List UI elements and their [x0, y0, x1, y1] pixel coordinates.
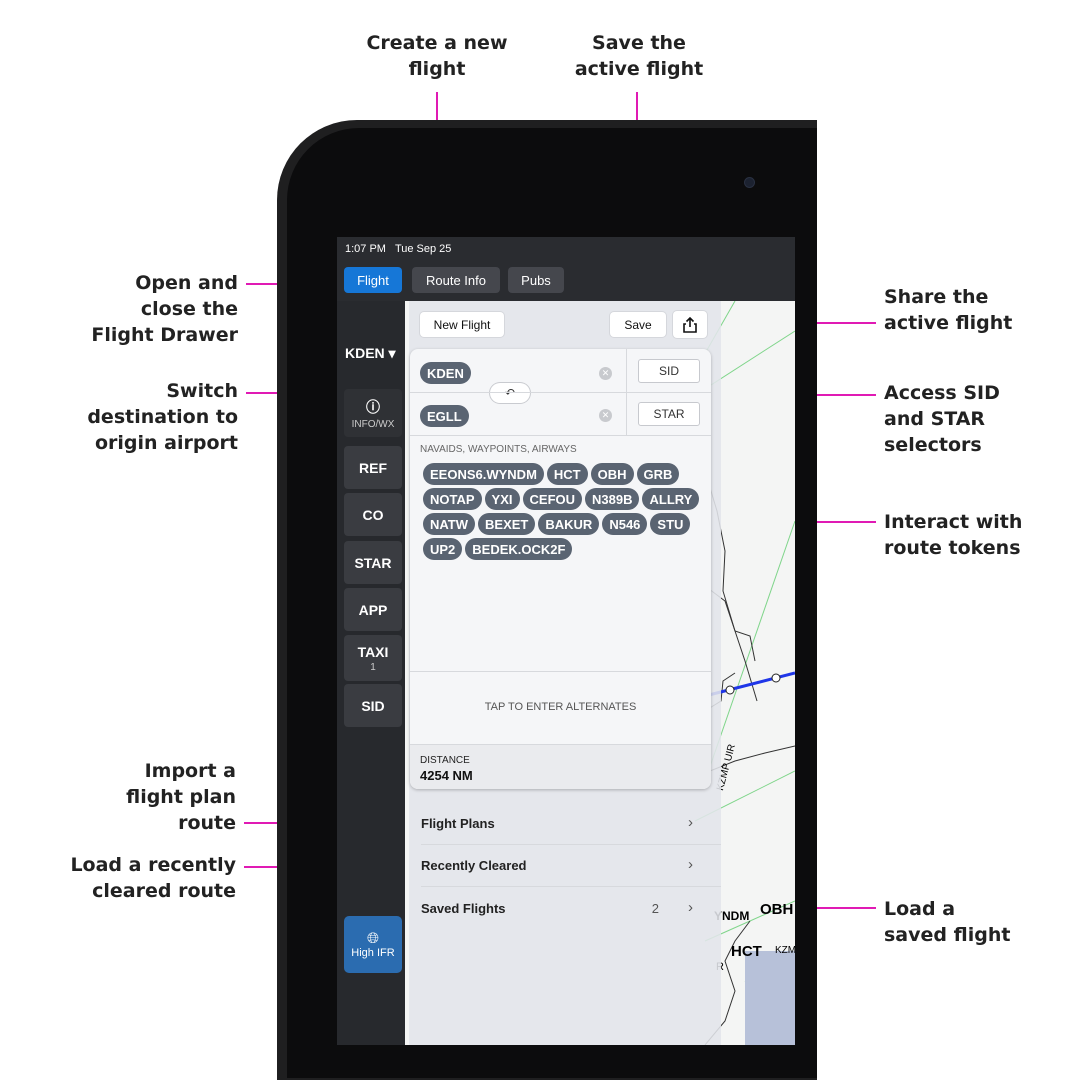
info-icon: ⓘ	[366, 398, 380, 415]
flight-card: KDEN ✕ EGLL ✕ ↶ SID STAR NAVAIDS, WAYPOI…	[410, 349, 711, 789]
origin-token[interactable]: KDEN	[420, 362, 471, 384]
map-label-wyndm: YNDM	[714, 909, 750, 923]
tab-route-info[interactable]: Route Info	[412, 267, 500, 293]
sidebar-item-co[interactable]: CO	[344, 493, 402, 536]
share-button[interactable]	[673, 311, 707, 338]
app-screen: 1:07 PM Tue Sep 25 Flight Route Info Pub…	[337, 237, 795, 1045]
route-token[interactable]: N389B	[585, 488, 640, 510]
sidebar-item-label: CO	[362, 506, 384, 523]
airport-selector[interactable]: KDEN ▾	[345, 345, 396, 361]
map-label-obh: OBH	[760, 901, 794, 918]
callout-tokens: Interact with route tokens	[884, 511, 1023, 559]
destination-token[interactable]: EGLL	[420, 405, 469, 427]
route-token[interactable]: BEXET	[478, 513, 536, 535]
divider	[410, 435, 711, 436]
clear-destination-icon[interactable]: ✕	[599, 409, 612, 422]
sidebar-item-sid[interactable]: SID	[344, 684, 402, 727]
distance-panel	[410, 745, 711, 789]
saved-count: 2	[651, 901, 659, 916]
sidebar-item-label: REF	[359, 459, 387, 476]
sidebar-item-label: TAXI	[357, 643, 389, 660]
status-time: 1:07 PM	[345, 243, 386, 255]
info-wx-button[interactable]: ⓘ INFO/WX	[344, 389, 402, 437]
swap-airports-button[interactable]: ↶	[490, 383, 530, 403]
divider	[421, 886, 721, 887]
tab-flight[interactable]: Flight	[344, 267, 402, 293]
recently-cleared-row[interactable]: Recently Cleared ›	[421, 856, 711, 873]
callout-import: Import a flight plan route	[126, 760, 236, 834]
sidebar-item-label: SID	[361, 697, 385, 714]
camera-icon	[744, 177, 755, 188]
divider	[410, 744, 711, 745]
sidebar-item-label: STAR	[354, 554, 392, 571]
chevron-right-icon: ›	[688, 814, 693, 831]
map-label-hct: HCT	[731, 943, 762, 960]
share-icon	[683, 316, 697, 333]
callout-switch: Switch destination to origin airport	[87, 380, 238, 454]
map-label-kzm: KZM	[775, 945, 795, 956]
sidebar-item-ref[interactable]: REF	[344, 446, 402, 489]
star-button[interactable]: STAR	[638, 402, 700, 426]
route-tokens: EEONS6.WYNDM HCT OBH GRB NOTAP YXI CEFOU…	[423, 463, 708, 560]
callout-drawer: Open and close the Flight Drawer	[91, 272, 238, 346]
callout-share: Share the active flight	[884, 286, 1013, 334]
divider	[626, 392, 711, 393]
callout-save-flight: Save the active flight	[574, 32, 704, 80]
clear-origin-icon[interactable]: ✕	[599, 367, 612, 380]
tab-pubs[interactable]: Pubs	[508, 267, 564, 293]
divider	[421, 844, 721, 845]
route-token[interactable]: ALLRY	[642, 488, 700, 510]
save-button[interactable]: Save	[610, 312, 666, 337]
divider	[410, 392, 626, 393]
high-ifr-label: High IFR	[351, 947, 395, 959]
status-date: Tue Sep 25	[394, 243, 452, 255]
flight-drawer: New Flight Save KDEN ✕ EGLL ✕ ↶ SID STAR…	[409, 301, 721, 1045]
saved-flights-row[interactable]: Saved Flights 2 ›	[421, 899, 711, 916]
swap-icon: ↶	[504, 386, 516, 400]
route-token[interactable]: UP2	[423, 538, 463, 560]
globe-icon: 🌐︎	[366, 930, 379, 947]
callout-saved: Load a saved flight	[884, 898, 1011, 946]
route-token[interactable]: N546	[602, 513, 648, 535]
saved-flights-label: Saved Flights	[421, 901, 506, 916]
route-token[interactable]: STU	[650, 513, 691, 535]
route-token[interactable]: BAKUR	[538, 513, 600, 535]
distance-label: DISTANCE	[420, 755, 470, 766]
route-token[interactable]: HCT	[546, 463, 588, 485]
route-token[interactable]: CEFOU	[522, 488, 583, 510]
high-ifr-button[interactable]: 🌐︎ High IFR	[344, 916, 402, 973]
sidebar-item-taxi[interactable]: TAXI 1	[344, 635, 402, 681]
route-token[interactable]: NATW	[423, 513, 476, 535]
distance-value: 4254 NM	[420, 768, 473, 783]
sidebar: KDEN ▾ ⓘ INFO/WX REF CO STAR APP TAXI 1 …	[337, 301, 405, 1045]
sid-button[interactable]: SID	[638, 359, 700, 383]
route-token[interactable]: EEONS6.WYNDM	[423, 463, 544, 485]
flight-plans-label: Flight Plans	[421, 816, 495, 831]
alternates-field[interactable]: TAP TO ENTER ALTERNATES	[484, 701, 637, 713]
route-token[interactable]: OBH	[590, 463, 634, 485]
route-token[interactable]: NOTAP	[423, 488, 482, 510]
route-header: NAVAIDS, WAYPOINTS, AIRWAYS	[420, 444, 577, 455]
divider	[410, 671, 711, 672]
callout-sid-star: Access SID and STAR selectors	[884, 382, 1000, 456]
recently-cleared-label: Recently Cleared	[421, 858, 527, 873]
sidebar-item-app[interactable]: APP	[344, 588, 402, 631]
callout-recent: Load a recently cleared route	[70, 854, 236, 902]
chevron-right-icon: ›	[688, 856, 693, 873]
route-token[interactable]: YXI	[484, 488, 520, 510]
chevron-right-icon: ›	[688, 899, 693, 916]
sidebar-item-star[interactable]: STAR	[344, 541, 402, 584]
sidebar-item-count: 1	[370, 661, 376, 673]
new-flight-button[interactable]: New Flight	[420, 312, 504, 337]
info-wx-label: INFO/WX	[351, 418, 395, 430]
route-token[interactable]: GRB	[636, 463, 680, 485]
sidebar-item-label: APP	[358, 601, 388, 618]
callout-new-flight: Create a new flight	[366, 32, 508, 80]
flight-plans-row[interactable]: Flight Plans ›	[421, 814, 711, 831]
route-token[interactable]: BEDEK.OCK2F	[465, 538, 573, 560]
status-bar: 1:07 PM Tue Sep 25	[345, 243, 451, 255]
